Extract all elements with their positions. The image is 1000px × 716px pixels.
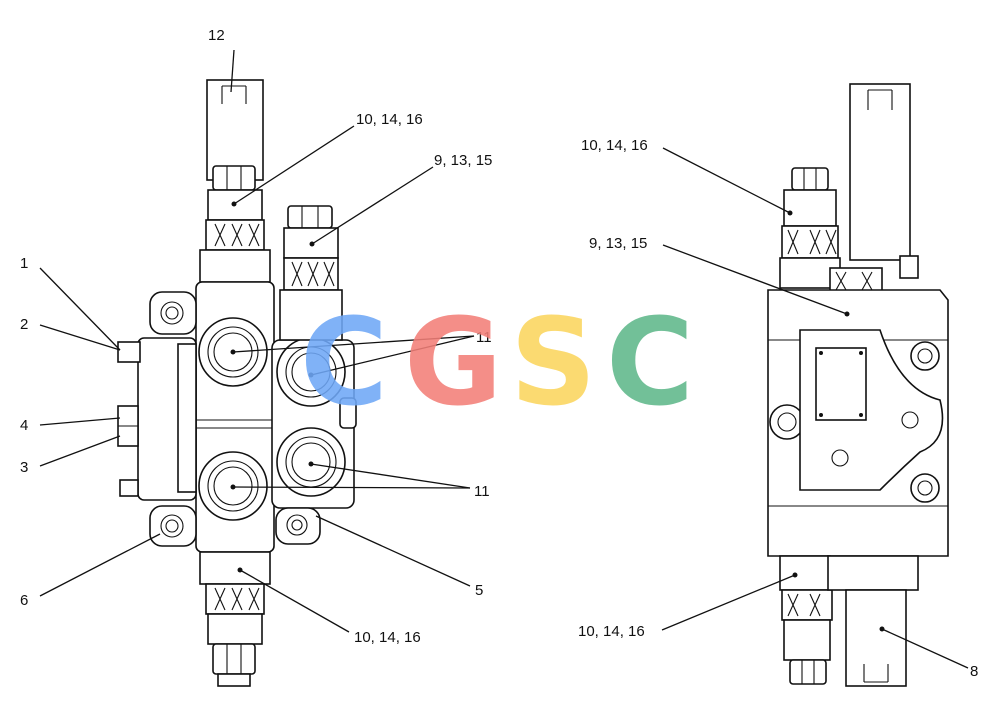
left-top-spool (206, 79, 264, 181)
callout-left-bottom: 10, 14, 16 (354, 629, 421, 646)
left-side-nut (287, 205, 333, 229)
callout-11-lower: 11 (474, 483, 490, 500)
left-valve-view (117, 79, 357, 687)
left-bottom-tip (217, 673, 251, 687)
left-top-nut (212, 165, 256, 191)
watermark-letter-1: C (300, 294, 388, 433)
right-bottom-housing (827, 555, 919, 591)
left-side-collar (279, 289, 343, 341)
right-bottom-collar (779, 555, 831, 591)
callout-12: 12 (208, 27, 225, 44)
watermark-letter-4: C (606, 294, 694, 433)
left-bottom-cap (207, 613, 263, 645)
right-bottom-spool (845, 589, 907, 687)
right-valve-view (767, 83, 949, 687)
right-top-nut (791, 167, 829, 191)
callout-right-mid: 9, 13, 15 (589, 235, 647, 252)
left-mount-ear-top (149, 291, 197, 335)
cgsc-watermark: C G S C (300, 294, 694, 433)
watermark-letter-3: S (510, 294, 596, 433)
callout-1: 1 (20, 255, 28, 272)
right-nameplate (815, 347, 867, 421)
right-lower-nut (910, 473, 940, 503)
left-mount-ear-bottom (149, 505, 197, 547)
callout-11-upper: 11 (476, 329, 492, 346)
callout-left-top: 10, 14, 16 (356, 111, 423, 128)
callout-labels: 12 10, 14, 16 9, 13, 15 1 2 4 3 6 11 11 … (20, 27, 978, 680)
right-top-spool (849, 83, 911, 261)
right-top-cap (783, 189, 837, 227)
right-bottom-seal (781, 589, 833, 621)
right-bottom-cap (783, 619, 831, 661)
left-side-small-plug (339, 397, 357, 429)
right-bottom-nut (789, 659, 827, 685)
callout-2: 2 (20, 316, 28, 333)
callout-left-mid: 9, 13, 15 (434, 152, 492, 169)
left-plug-bottom (119, 479, 139, 497)
leader-lines (39, 49, 969, 669)
left-end-cap-rim (177, 343, 197, 493)
watermark-letter-2: G (404, 294, 503, 433)
left-bottom-collar (199, 551, 271, 585)
right-top-seal (781, 225, 839, 259)
callout-3: 3 (20, 459, 28, 476)
callout-4: 4 (20, 417, 28, 434)
right-side-boss (769, 404, 805, 440)
callout-5: 5 (475, 582, 483, 599)
left-top-collar (199, 249, 271, 283)
left-side-mount-ear (275, 507, 321, 545)
callout-6: 6 (20, 592, 28, 609)
callout-right-bottom: 10, 14, 16 (578, 623, 645, 640)
left-plug-top (117, 341, 141, 363)
callout-8: 8 (970, 663, 978, 680)
left-bottom-nut (212, 643, 256, 675)
callout-right-top: 10, 14, 16 (581, 137, 648, 154)
right-small-boss (899, 255, 919, 279)
right-upper-nut (910, 341, 940, 371)
